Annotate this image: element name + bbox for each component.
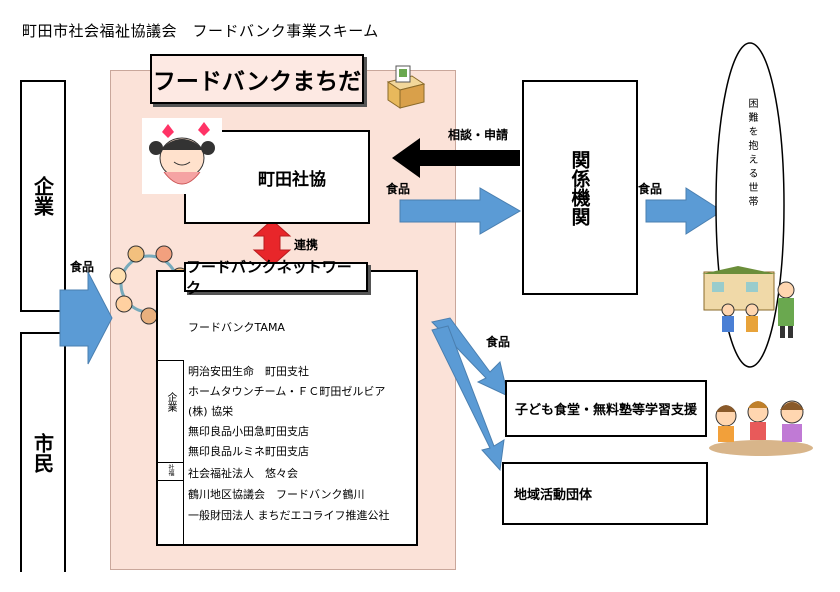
category-divider	[156, 462, 184, 463]
shimin-label: 市民	[30, 433, 55, 473]
network-member: (株) 協栄	[188, 405, 234, 418]
food-arrow-left	[59, 271, 113, 365]
shimin-box: 市民	[20, 332, 66, 572]
kankei-kikan-box: 関係機関	[522, 80, 638, 295]
network-member: 明治安田生命 町田支社	[188, 365, 309, 378]
category-column	[156, 360, 184, 546]
machida-shakyo-label: 町田社協	[258, 169, 326, 190]
food-label-to-kikan: 食品	[386, 182, 411, 196]
network-member: 一般財団法人 まちだエコライフ推進公社	[188, 509, 390, 522]
food-arrow-to-kikan	[399, 187, 522, 235]
network-member: 社会福祉法人 悠々会	[188, 467, 298, 480]
kids-eating-icon	[709, 400, 813, 456]
network-member: 無印良品小田急町田支店	[188, 425, 309, 438]
food-label-left: 食品	[70, 260, 95, 274]
chiiki-katsudo-box: 地域活動団体	[502, 462, 708, 525]
kankei-kikan-label: 関係機関	[568, 149, 591, 226]
kodomo-shokudo-label: 子ども食堂・無料塾等学習支援	[514, 403, 697, 418]
mascot-character-icon	[142, 118, 222, 194]
kodomo-shokudo-box: 子ども食堂・無料塾等学習支援	[505, 380, 707, 437]
food-label-to-kodomo: 食品	[486, 335, 511, 349]
kigyo-label: 企業	[30, 176, 55, 216]
shafuku-category-label: 社福	[167, 464, 174, 476]
rice-box-icon	[386, 65, 426, 109]
renkei-label: 連携	[294, 238, 319, 252]
category-divider	[156, 480, 184, 481]
network-member: 鶴川地区協議会 フードバンク鶴川	[188, 488, 365, 501]
family-house-icon	[702, 266, 795, 338]
food-arrow-to-chiiki	[431, 325, 505, 472]
household-label: 困難を抱える世帯	[746, 98, 757, 210]
network-member: ホームタウンチーム・ＦＣ町田ゼルビア	[188, 385, 386, 398]
food-label-to-household: 食品	[638, 182, 663, 196]
consult-arrow	[392, 138, 520, 178]
kigyo-category-label: 企業	[165, 392, 176, 412]
kigyo-box: 企業	[20, 80, 66, 312]
network-box	[156, 270, 418, 546]
page-title: 町田市社会福祉協議会 フードバンク事業スキーム	[22, 22, 379, 40]
network-member-tama: フードバンクTAMA	[188, 321, 285, 334]
consult-label: 相談・申請	[448, 128, 509, 142]
network-title: フードバンクネットワーク	[184, 258, 368, 297]
food-arrow-to-household	[645, 187, 723, 235]
chiiki-katsudo-label: 地域活動団体	[514, 488, 593, 503]
network-member: 無印良品ルミネ町田支店	[188, 445, 309, 458]
foodbank-title: フードバンクまちだ	[150, 54, 364, 104]
